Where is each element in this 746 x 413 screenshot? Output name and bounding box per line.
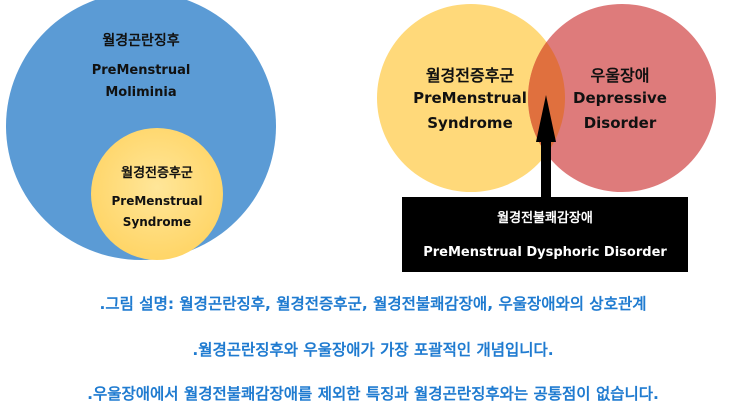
venn-diagram bbox=[377, 4, 716, 198]
arrow-head-icon bbox=[536, 95, 556, 142]
arrow-shaft bbox=[541, 140, 551, 198]
caption-1: .그림 설명: 월경곤란징후, 월경전증후군, 월경전불쾌감장애, 우울장애와의… bbox=[99, 295, 647, 313]
pmdd-box: 월경전불쾌감장애 PreMenstrual Dysphoric Disorder bbox=[402, 197, 688, 272]
venn-pms-ko: 월경전증후군 bbox=[425, 66, 515, 85]
pmdd-label-ko: 월경전불쾌감장애 bbox=[497, 211, 593, 226]
venn-depression-circle bbox=[528, 4, 716, 192]
pms-inner-label-en2: Syndrome bbox=[122, 215, 192, 229]
pmm-label-en1: PreMenstrual bbox=[91, 63, 191, 78]
venn-dd-en1: Depressive bbox=[573, 89, 667, 107]
venn-pms-en1: PreMenstrual bbox=[413, 89, 527, 107]
pmdd-label-en: PreMenstrual Dysphoric Disorder bbox=[423, 245, 667, 260]
pms-inner-label-ko: 월경전증후군 bbox=[121, 166, 193, 181]
pmm-label-en2: Moliminia bbox=[105, 85, 177, 100]
venn-pms-en2: Syndrome bbox=[427, 114, 513, 132]
caption-3: .우울장애에서 월경전불쾌감장애를 제외한 특징과 월경곤란징후와는 공통점이 … bbox=[87, 385, 659, 403]
pmm-label-ko: 월경곤란징후 bbox=[102, 33, 180, 49]
pms-inner-label-en1: PreMenstrual bbox=[111, 194, 203, 208]
venn-dd-ko: 우울장애 bbox=[590, 66, 650, 85]
venn-dd-en2: Disorder bbox=[583, 114, 657, 132]
pms-inner-circle bbox=[91, 128, 223, 260]
venn-pms-circle bbox=[377, 4, 565, 192]
caption-2: .월경곤란징후와 우울장애가 가장 포괄적인 개념입니다. bbox=[192, 341, 554, 359]
